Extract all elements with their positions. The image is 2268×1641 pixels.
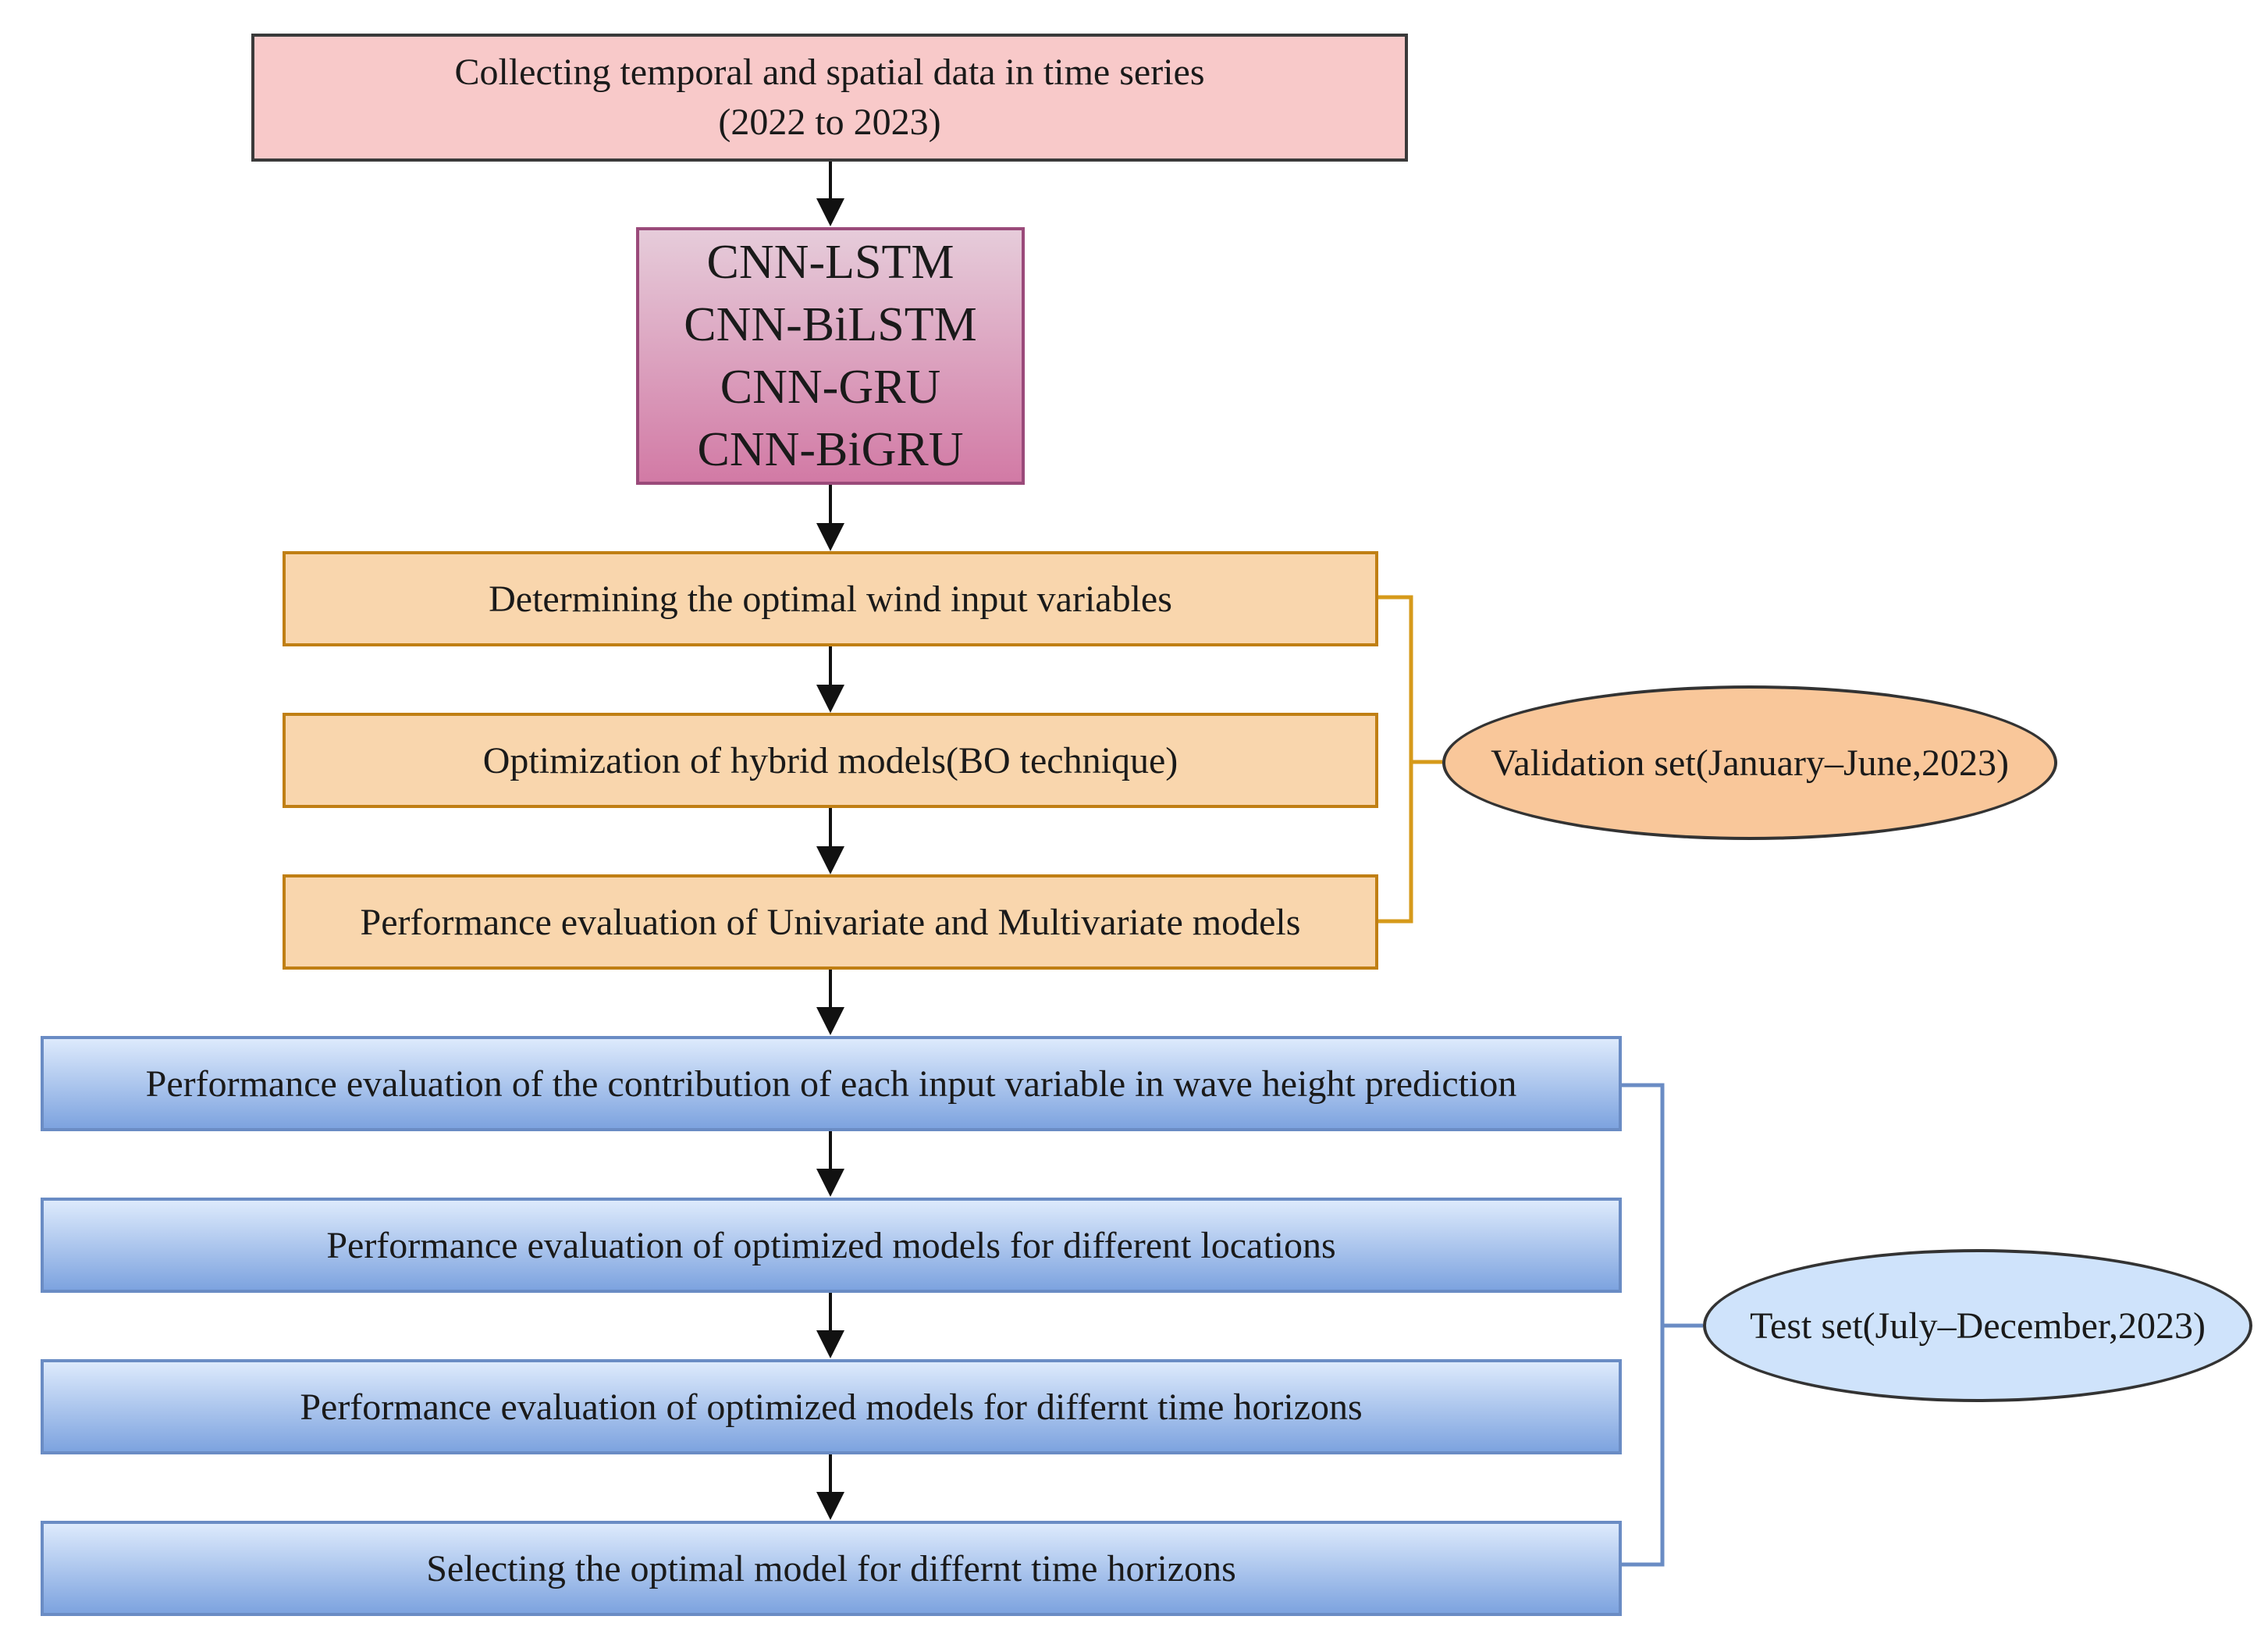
validation-step-3: Performance evaluation of Univariate and… (283, 874, 1378, 970)
arrowhead-3 (816, 685, 844, 713)
test-set-ellipse: Test set(July–December,2023) (1703, 1249, 2252, 1402)
test-step-2-label: Performance evaluation of optimized mode… (326, 1224, 1336, 1266)
data-collection-line2: (2022 to 2023) (718, 101, 941, 143)
model-cnn-gru: CNN-GRU (720, 361, 941, 414)
validation-step-3-label: Performance evaluation of Univariate and… (360, 901, 1301, 943)
test-step-4: Selecting the optimal model for differnt… (41, 1521, 1622, 1616)
validation-step-1-label: Determining the optimal wind input varia… (489, 578, 1172, 620)
arrowhead-2 (816, 523, 844, 551)
test-step-4-label: Selecting the optimal model for differnt… (426, 1547, 1236, 1589)
test-step-1: Performance evaluation of the contributi… (41, 1036, 1622, 1131)
model-cnn-bilstm: CNN-BiLSTM (684, 298, 977, 351)
test-bracket (1622, 1083, 1703, 1567)
hybrid-models-box: CNN-LSTM CNN-BiLSTM CNN-GRU CNN-BiGRU (636, 227, 1025, 485)
test-set-label: Test set(July–December,2023) (1750, 1305, 2206, 1347)
arrowhead-4 (816, 846, 844, 874)
data-collection-line1: Collecting temporal and spatial data in … (454, 52, 1205, 93)
test-step-2: Performance evaluation of optimized mode… (41, 1198, 1622, 1293)
validation-set-label: Validation set(January–June,2023) (1491, 742, 2009, 784)
model-cnn-bigru: CNN-BiGRU (697, 423, 964, 476)
test-step-1-label: Performance evaluation of the contributi… (145, 1063, 1517, 1105)
arrowhead-8 (816, 1492, 844, 1520)
model-cnn-lstm: CNN-LSTM (706, 236, 954, 289)
test-step-3-label: Performance evaluation of optimized mode… (300, 1386, 1363, 1428)
test-step-3: Performance evaluation of optimized mode… (41, 1359, 1622, 1454)
validation-bracket (1378, 595, 1442, 924)
data-collection-box: Collecting temporal and spatial data in … (251, 34, 1408, 162)
flow-arrows (816, 162, 844, 1520)
arrowhead-7 (816, 1330, 844, 1358)
arrowhead-1 (816, 198, 844, 226)
validation-step-2-label: Optimization of hybrid models(BO techniq… (482, 739, 1178, 781)
arrowhead-5 (816, 1007, 844, 1035)
validation-step-1: Determining the optimal wind input varia… (283, 551, 1378, 646)
validation-step-2: Optimization of hybrid models(BO techniq… (283, 713, 1378, 808)
validation-set-ellipse: Validation set(January–June,2023) (1442, 685, 2057, 840)
arrowhead-6 (816, 1169, 844, 1197)
